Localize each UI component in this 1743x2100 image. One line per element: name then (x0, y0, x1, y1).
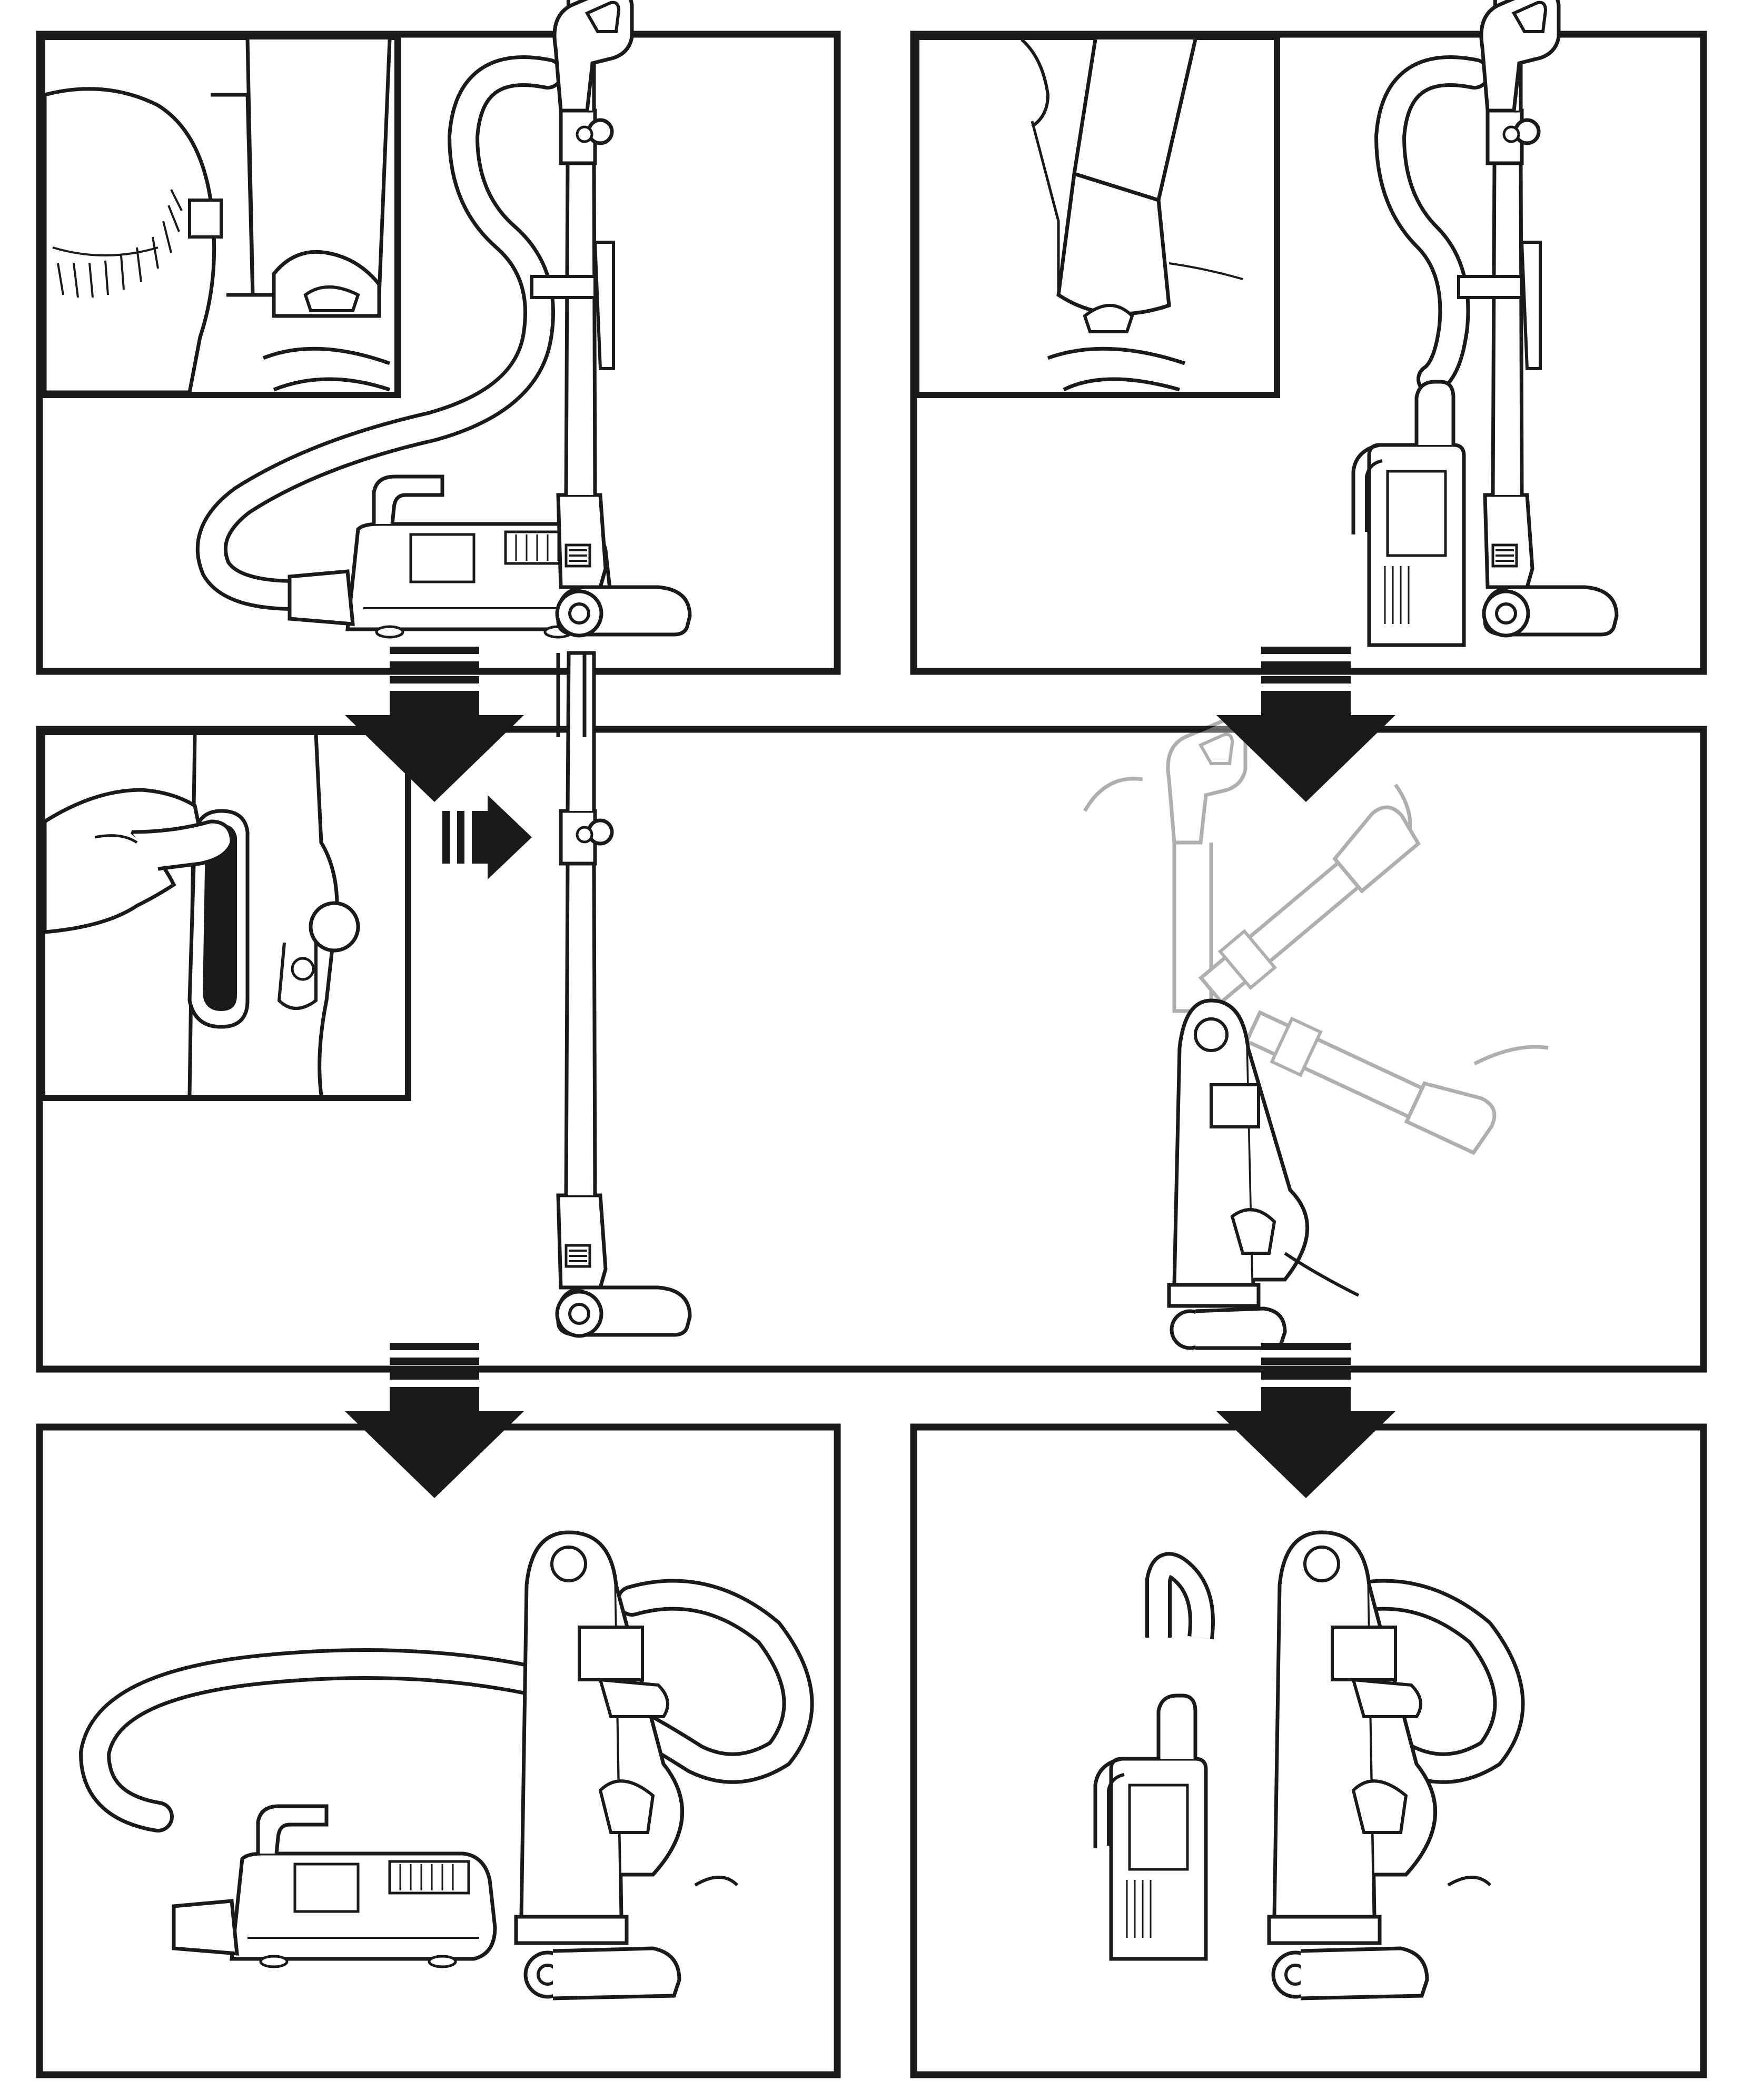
folded-wand (514, 1530, 739, 2000)
canister-unit (174, 1806, 495, 1967)
upright-wand-handle-removed (557, 653, 690, 1336)
folded-wand (1267, 1530, 1492, 2000)
folded-wand (1167, 998, 1360, 1350)
handheld-unit (1095, 1696, 1206, 1959)
hand-press-icon (43, 788, 234, 934)
inset-detail-release-button (39, 729, 411, 1101)
inset-detail-canister-latch (39, 34, 401, 398)
step-4-canister-folded (78, 1530, 814, 2000)
step-5-handheld-folded (1095, 1530, 1525, 2000)
step-1-canister-attached (39, 0, 690, 637)
motion-arrow-icon (442, 795, 532, 879)
inset-detail-handheld-latch (913, 34, 1280, 398)
hose (78, 1579, 814, 1832)
handheld-unit (1353, 382, 1464, 645)
step-3-release-and-fold (39, 653, 1549, 1350)
step-2-handheld-attached (913, 0, 1617, 645)
fold-motion-icon (1083, 720, 1549, 1155)
